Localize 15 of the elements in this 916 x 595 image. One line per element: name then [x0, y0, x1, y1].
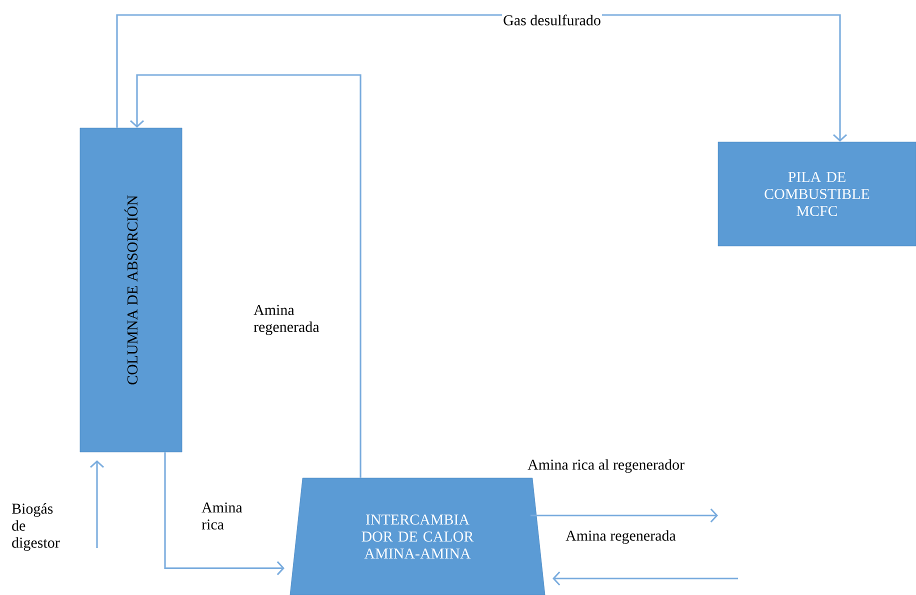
- arrow: [164, 452, 285, 576]
- arrow: [552, 571, 738, 586]
- arrow: [530, 508, 718, 523]
- arrow: [130, 74, 362, 478]
- edge-label: Amina regenerada: [254, 304, 320, 336]
- arrow: [116, 14, 848, 142]
- edge-label: Amina regenerada: [566, 530, 676, 544]
- arrow: [90, 460, 104, 548]
- fuel-cell-box: PILA DE COMBUSTIBLE MCFC: [718, 142, 916, 246]
- column-box: COLUMNA DE ABSORCIÓN: [80, 128, 182, 452]
- edge-label: Amina rica: [202, 502, 242, 530]
- edge-label: Biogás de digestor: [12, 503, 60, 551]
- edge-label: Amina rica al regenerador: [528, 459, 684, 473]
- heat-exchanger-trapezium: INTERCAMBIA DOR DE CALOR AMINA-AMINA: [290, 478, 546, 595]
- edge-label: Gas desulfurado: [502, 14, 602, 26]
